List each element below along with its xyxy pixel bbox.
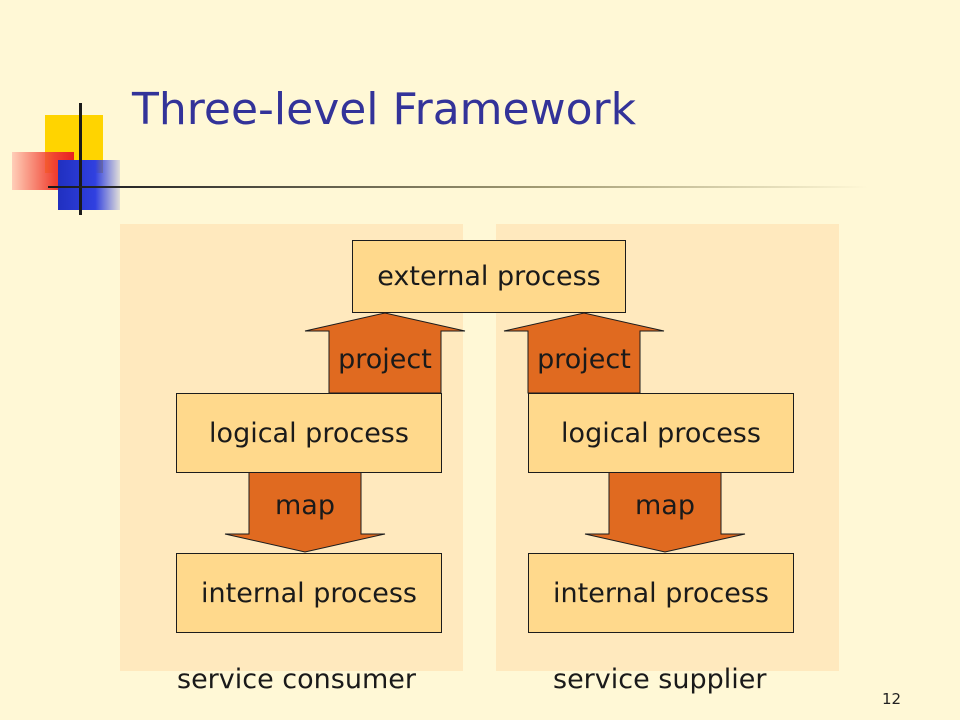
- internal-process-box-left: internal process: [176, 553, 442, 633]
- title-deco-blue-square: [58, 160, 120, 210]
- external-process-box: external process: [352, 240, 626, 313]
- logical-process-box-right: logical process: [528, 393, 794, 473]
- project-label-right: project: [537, 344, 631, 375]
- map-arrow-right: [584, 471, 746, 553]
- service-consumer-caption: service consumer: [177, 664, 416, 695]
- logical-process-label-left: logical process: [209, 417, 409, 449]
- logical-process-label-right: logical process: [561, 417, 761, 449]
- page-number: 12: [882, 690, 902, 708]
- map-label-left: map: [275, 490, 335, 521]
- internal-process-label-left: internal process: [201, 577, 417, 609]
- map-arrow-left: [224, 471, 386, 553]
- project-arrow-right: [503, 312, 665, 394]
- project-arrow-left: [304, 312, 466, 394]
- slide-title: Three-level Framework: [132, 84, 637, 135]
- project-label-left: project: [338, 344, 432, 375]
- service-supplier-caption: service supplier: [553, 664, 767, 695]
- internal-process-box-right: internal process: [528, 553, 794, 633]
- internal-process-label-right: internal process: [553, 577, 769, 609]
- map-label-right: map: [635, 490, 695, 521]
- external-process-label: external process: [377, 261, 601, 292]
- title-underline: [48, 186, 868, 188]
- title-deco-vertical-line: [79, 103, 82, 215]
- logical-process-box-left: logical process: [176, 393, 442, 473]
